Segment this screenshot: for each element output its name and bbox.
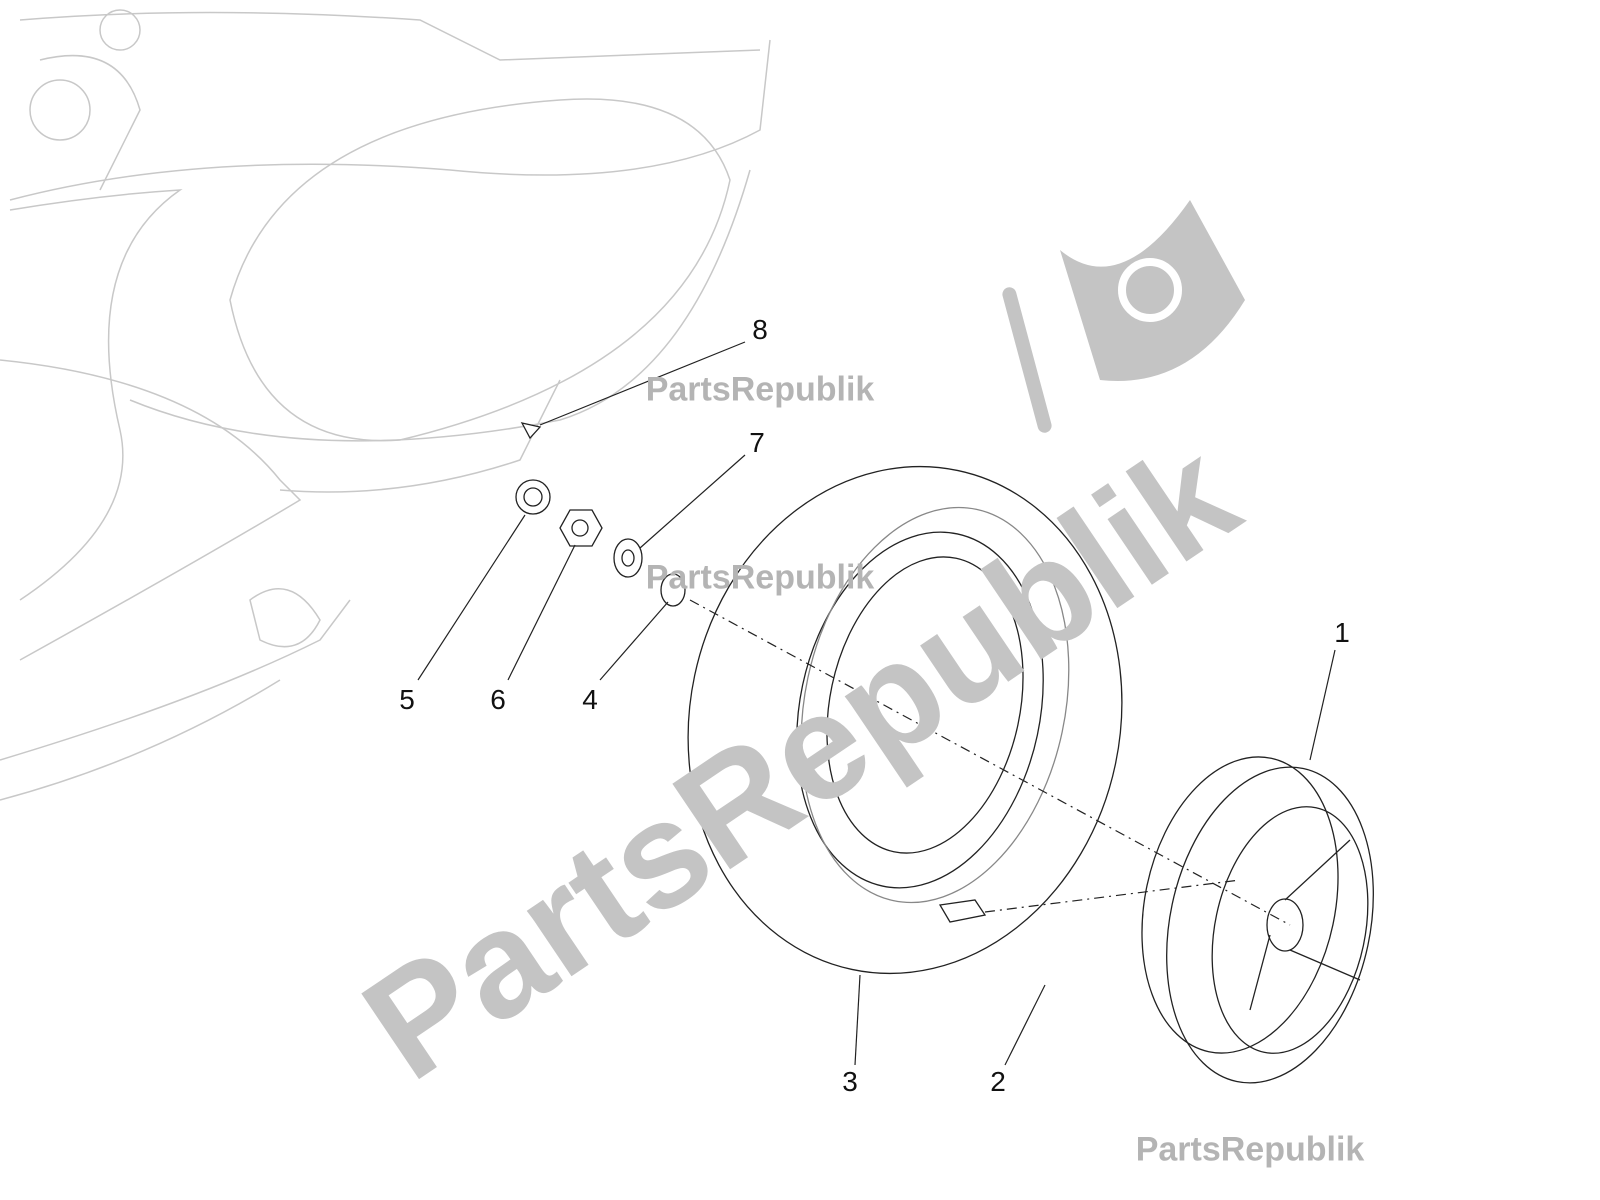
cotter-pin-part — [520, 422, 542, 440]
tyre-part — [687, 465, 1123, 975]
leader-lines — [417, 341, 1336, 1066]
callout-4: 4 — [582, 684, 598, 715]
washer-small-part — [660, 573, 686, 607]
callout-8: 8 — [752, 314, 768, 345]
small-parts — [515, 422, 987, 923]
callout-6: 6 — [490, 684, 506, 715]
rim-part — [1141, 756, 1374, 1084]
callout-1: 1 — [1334, 617, 1350, 648]
watermark-small: PartsRepublik — [1135, 1130, 1365, 1169]
scooter-body-outline — [0, 9, 771, 801]
callout-7: 7 — [749, 427, 765, 458]
watermark-small: PartsRepublik — [645, 370, 875, 409]
watermark-small: PartsRepublik — [645, 558, 875, 597]
gear-flag-watermark-icon — [1002, 200, 1245, 433]
callout-3: 3 — [842, 1066, 858, 1097]
callout-2: 2 — [990, 1066, 1006, 1097]
callout-5: 5 — [399, 684, 415, 715]
valve-part — [938, 899, 987, 923]
